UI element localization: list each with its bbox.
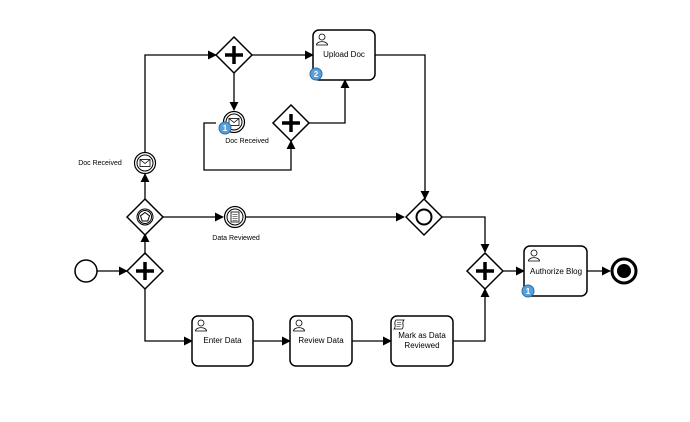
doc-received-catch-label: Doc Received	[78, 160, 122, 167]
task-upload-doc[interactable]: Upload Doc 2	[309, 29, 376, 81]
flow-mark-to-join[interactable]	[453, 288, 490, 342]
start-event[interactable]	[74, 259, 98, 283]
svg-text:1: 1	[223, 124, 228, 133]
svg-text:1: 1	[526, 287, 531, 296]
task-authorize-blog-label: Authorize Blog	[530, 267, 582, 276]
task-mark-as-data-reviewed-label-line2: Reviewed	[404, 341, 439, 350]
parallel-gateway-split[interactable]	[125, 251, 165, 291]
flow-loop-back[interactable]	[203, 122, 296, 171]
script-icon	[393, 319, 405, 330]
plus-icon	[136, 262, 154, 280]
task-authorize-blog[interactable]: Authorize Blog 1	[521, 245, 588, 298]
user-icon	[316, 33, 328, 46]
envelope-icon	[228, 118, 240, 126]
plus-icon	[476, 262, 494, 280]
task-enter-data-label: Enter Data	[203, 336, 242, 345]
task-review-data[interactable]: Review Data	[289, 315, 353, 367]
pentagon-icon	[139, 211, 151, 222]
doc-received-catch-event[interactable]	[133, 151, 157, 175]
document-icon	[230, 211, 240, 223]
user-icon	[293, 319, 305, 332]
flow-split-to-enter-data[interactable]	[144, 289, 193, 346]
flow-upload-to-merge[interactable]	[375, 54, 430, 200]
event-based-gateway[interactable]	[125, 197, 165, 237]
inclusive-gateway-merge[interactable]	[404, 197, 444, 237]
instance-count-badge: 1	[521, 284, 535, 298]
instance-count-badge: 2	[309, 67, 323, 81]
flow-loop-gateway-to-upload[interactable]	[308, 79, 350, 124]
parallel-gateway-join[interactable]	[465, 251, 505, 291]
doc-received-boundary-event[interactable]: 1	[218, 110, 246, 135]
data-reviewed-catch-label: Data Reviewed	[212, 235, 260, 242]
plus-icon	[282, 114, 300, 132]
svg-text:2: 2	[314, 70, 319, 79]
data-reviewed-catch-event[interactable]	[223, 205, 247, 229]
plus-icon	[225, 46, 243, 64]
doc-received-boundary-label: Doc Received	[225, 138, 269, 145]
user-icon	[528, 249, 540, 262]
envelope-icon	[139, 159, 151, 167]
flow-doc-received-to-top-split[interactable]	[144, 50, 217, 152]
task-review-data-label: Review Data	[298, 336, 344, 345]
sequence-flows	[97, 50, 611, 346]
task-enter-data[interactable]: Enter Data	[191, 315, 254, 367]
parallel-gateway-top[interactable]	[214, 35, 254, 75]
user-icon	[195, 319, 207, 332]
flow-merge-to-join[interactable]	[442, 216, 490, 253]
task-upload-doc-label: Upload Doc	[323, 50, 365, 59]
task-mark-as-data-reviewed[interactable]: Mark as Data Reviewed	[390, 315, 454, 367]
end-event[interactable]	[610, 257, 638, 285]
task-mark-as-data-reviewed-label-line1: Mark as Data	[398, 331, 446, 340]
parallel-gateway-loop[interactable]	[271, 103, 311, 143]
instance-count-badge: 1	[218, 121, 232, 135]
